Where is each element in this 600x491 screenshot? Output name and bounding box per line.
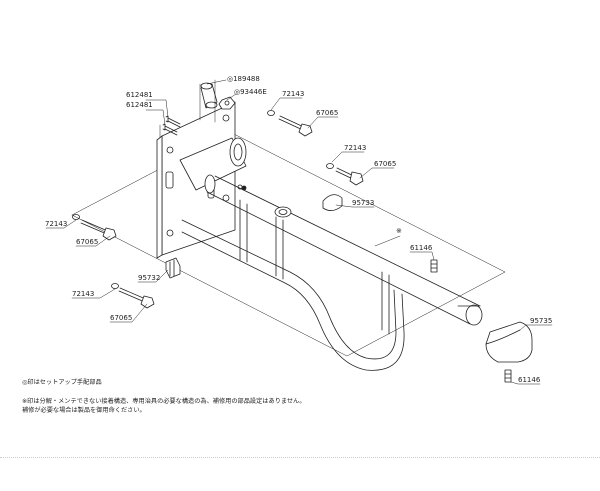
hinge-cylinder [179,137,247,191]
screw-67065-b [335,167,364,186]
note-repair-request: 補修が必要な場合は製品を御用命ください。 [22,407,146,414]
washer-72143-d [111,283,119,289]
label-189488: ◎189488 [227,75,260,83]
label-72143-c: 72143 [45,220,67,228]
washer-72143-b [326,163,334,169]
tube-collar [274,206,292,218]
label-612481-a: 612481 [126,91,153,99]
label-72143-a: 72143 [282,90,304,98]
set-screw-61146-a [430,259,438,273]
label-star: ※ [396,227,402,235]
note-setup-parts: ◎印はセットアップ手配部品 [22,379,102,386]
cap-95733 [322,194,343,211]
nut-93446e [218,96,236,110]
label-95733: 95733 [352,199,374,207]
label-612481-b: 612481 [126,101,153,109]
label-95732: 95732 [138,274,160,282]
screw-67065-a [278,115,313,137]
set-screw-61146-b [504,369,512,383]
note-no-repair-parts: ※印は分解・メンテできない接着構造、専用治具の必要な構造の為、補修用の部品設定は… [22,398,306,405]
cap-95732 [165,257,181,279]
label-72143-b: 72143 [344,144,366,152]
label-67065-a: 67065 [316,109,338,117]
handrail-tube [181,174,483,371]
page-edge-divider [0,457,600,458]
screw-67065-d [118,287,155,309]
spacer-189488 [199,79,218,123]
label-61146-a: 61146 [410,244,433,252]
washer-72143-c [72,214,80,220]
callout-labels: ◎189488 ◎93446E 612481 612481 72143 6706… [45,75,552,384]
end-cap-95735 [485,321,533,363]
washer-72143-a [267,110,275,116]
label-61146-b: 61146 [518,376,541,384]
label-67065-b: 67065 [374,160,396,168]
wall-plane-outline [71,124,506,357]
label-93446e: ◎93446E [234,88,267,96]
label-67065-c: 67065 [76,238,98,246]
label-67065-d: 67065 [110,314,132,322]
bolt-612481-lower [162,123,178,136]
label-95735: 95735 [530,317,552,325]
bolt-612481-upper [165,115,181,128]
leader-lines [45,79,553,385]
label-72143-d: 72143 [72,290,94,298]
screw-67065-c [80,219,117,241]
